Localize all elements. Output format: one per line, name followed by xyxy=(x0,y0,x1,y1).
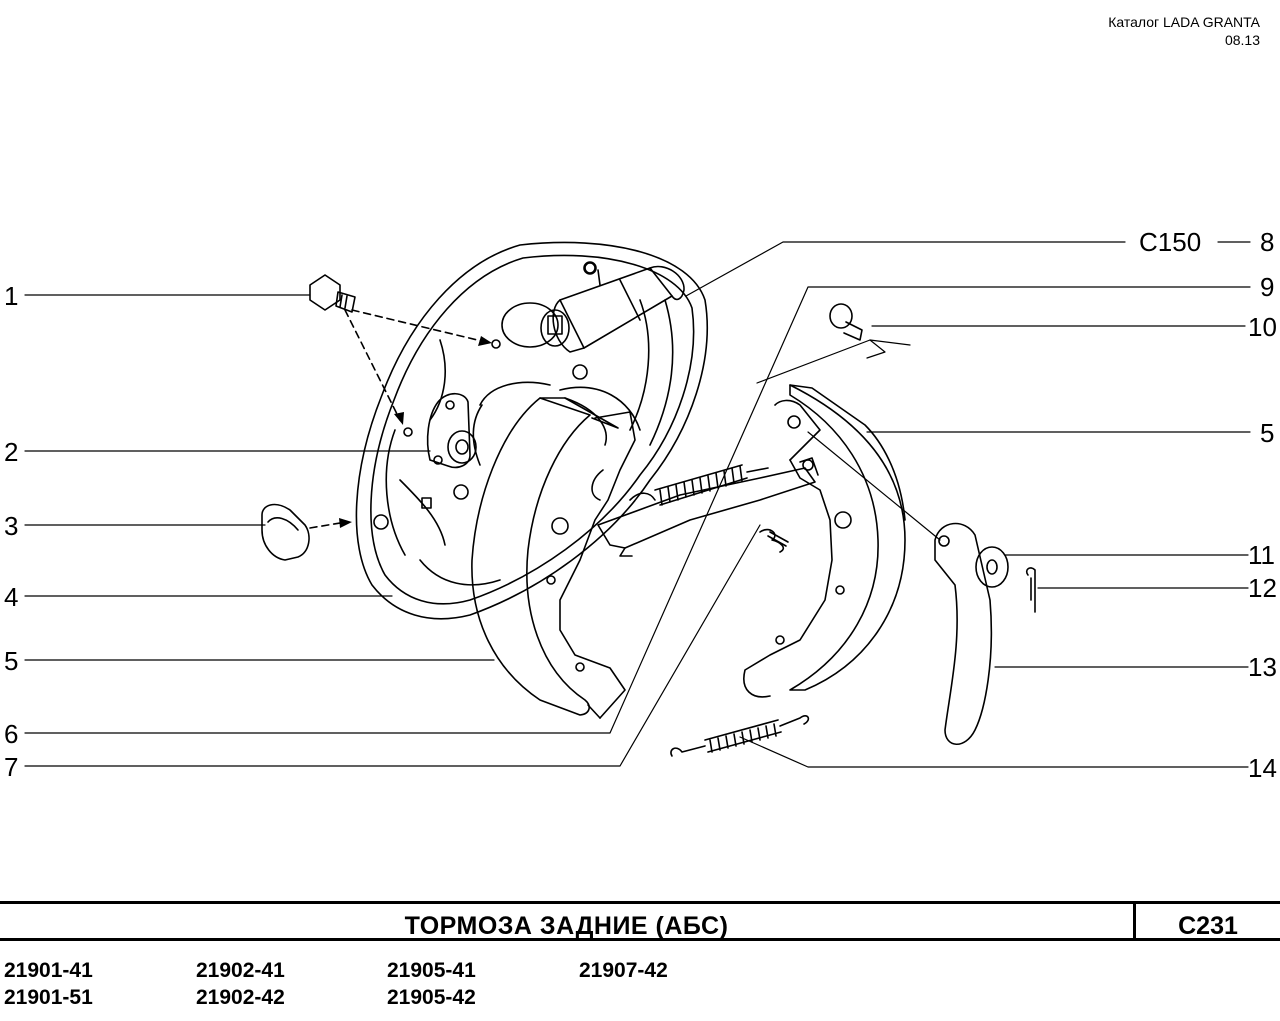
model-code: 21902-42 xyxy=(196,986,285,1009)
model-code: 21901-41 xyxy=(4,959,93,982)
backing-plate xyxy=(355,241,708,620)
catalog-date: 08.13 xyxy=(1224,32,1260,48)
spacer-bar xyxy=(597,457,819,557)
leader-lines xyxy=(24,241,1251,768)
model-code: 21902-41 xyxy=(196,959,285,982)
callout-12: 12 xyxy=(1248,573,1277,603)
upper-spring xyxy=(629,464,769,506)
callout-4: 4 xyxy=(4,582,18,612)
wheel-cylinder xyxy=(540,261,685,353)
pin xyxy=(829,303,863,341)
callout-5-left: 5 xyxy=(4,646,18,676)
model-code: 21907-42 xyxy=(579,959,668,982)
page-code: C231 xyxy=(1178,912,1238,940)
anchor-bracket xyxy=(426,392,477,469)
model-code: 21901-51 xyxy=(4,986,93,1009)
left-brake-shoe xyxy=(471,397,636,719)
plug xyxy=(261,503,310,561)
brake-assembly-diagram: 1 2 3 4 5 6 7 C150 8 9 10 5 11 12 13 14 xyxy=(4,227,1277,783)
washer xyxy=(975,546,1009,588)
callout-10: 10 xyxy=(1248,312,1277,342)
callout-7: 7 xyxy=(4,752,18,782)
small-spring xyxy=(759,528,789,553)
callout-6: 6 xyxy=(4,719,18,749)
callout-ref-code: C150 xyxy=(1139,227,1201,257)
callout-2: 2 xyxy=(4,437,18,467)
model-code: 21905-41 xyxy=(387,959,476,982)
bolt xyxy=(309,274,356,313)
callout-13: 13 xyxy=(1248,652,1277,682)
right-brake-shoe xyxy=(743,384,906,698)
callout-14: 14 xyxy=(1248,753,1277,783)
parking-brake-lever xyxy=(934,522,993,746)
callout-9: 9 xyxy=(1260,272,1274,302)
callout-11: 11 xyxy=(1248,540,1275,570)
callout-8: 8 xyxy=(1260,227,1274,257)
arrow-heads xyxy=(339,336,492,528)
catalog-header: Каталог LADA GRANTA xyxy=(1108,14,1260,30)
model-code: 21905-42 xyxy=(387,986,476,1009)
callout-5-right: 5 xyxy=(1260,418,1274,448)
callout-3: 3 xyxy=(4,511,18,541)
title-bar: ТОРМОЗА ЗАДНИЕ (АБС) C231 xyxy=(0,901,1280,941)
callout-1: 1 xyxy=(4,281,18,311)
page-title: ТОРМОЗА ЗАДНИЕ (АБС) xyxy=(404,912,729,940)
lower-spring xyxy=(670,715,810,757)
cotter-pin xyxy=(1025,567,1036,613)
title-divider xyxy=(1133,904,1136,938)
